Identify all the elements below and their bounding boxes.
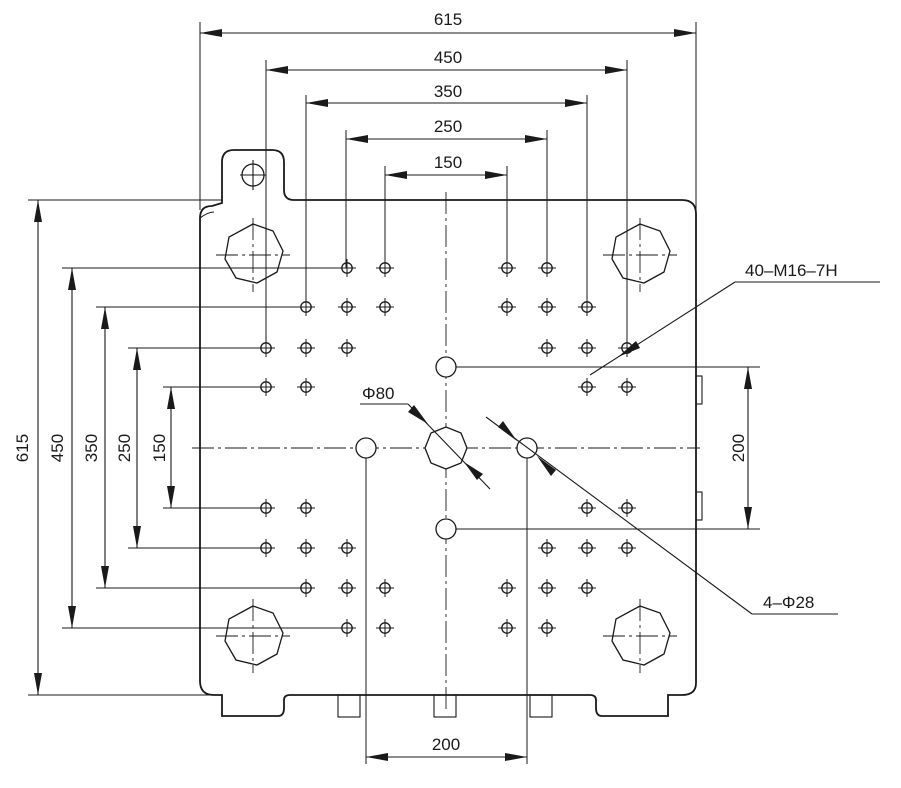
ejector-hole-left bbox=[355, 437, 377, 459]
dim-bottom-200: 200 bbox=[432, 735, 460, 754]
callout-center-hole-label: Φ80 bbox=[362, 384, 394, 403]
tie-bar-hole-tr bbox=[603, 218, 677, 292]
ejector-hole-bottom bbox=[435, 518, 457, 540]
dim-top-615: 615 bbox=[434, 10, 462, 29]
dim-left-615: 615 bbox=[13, 434, 32, 462]
tie-bar-hole-bl bbox=[216, 599, 290, 673]
center-hole bbox=[424, 426, 468, 470]
dim-top-450: 450 bbox=[434, 48, 462, 67]
callout-thread-holes-label: 40–M16–7H bbox=[745, 261, 838, 280]
top-dimensions: 615 450 350 250 150 bbox=[199, 10, 697, 348]
callout-ejector-holes-label: 4–Φ28 bbox=[763, 593, 814, 612]
lifting-lug-hole bbox=[240, 160, 266, 190]
dim-right-200: 200 bbox=[729, 434, 748, 462]
tie-bar-hole-tl bbox=[216, 218, 290, 292]
ejector-holes bbox=[355, 356, 538, 540]
dim-left-150: 150 bbox=[150, 434, 169, 462]
dim-left-350: 350 bbox=[82, 434, 101, 462]
left-dimensions: 615 450 350 250 150 bbox=[13, 199, 346, 696]
dim-left-450: 450 bbox=[48, 434, 67, 462]
callout-ejector-holes: 4–Φ28 bbox=[485, 416, 838, 615]
dim-top-150: 150 bbox=[434, 153, 462, 172]
callout-center-hole: Φ80 bbox=[360, 384, 491, 490]
dim-left-250: 250 bbox=[115, 434, 134, 462]
ejector-hole-top bbox=[435, 356, 457, 378]
dim-top-350: 350 bbox=[434, 82, 462, 101]
tie-bar-hole-br bbox=[603, 599, 677, 673]
bottom-dimension: 200 bbox=[365, 458, 528, 764]
right-dimension: 200 bbox=[456, 366, 760, 530]
callout-thread-holes: 40–M16–7H bbox=[589, 261, 880, 376]
dim-top-250: 250 bbox=[434, 117, 462, 136]
